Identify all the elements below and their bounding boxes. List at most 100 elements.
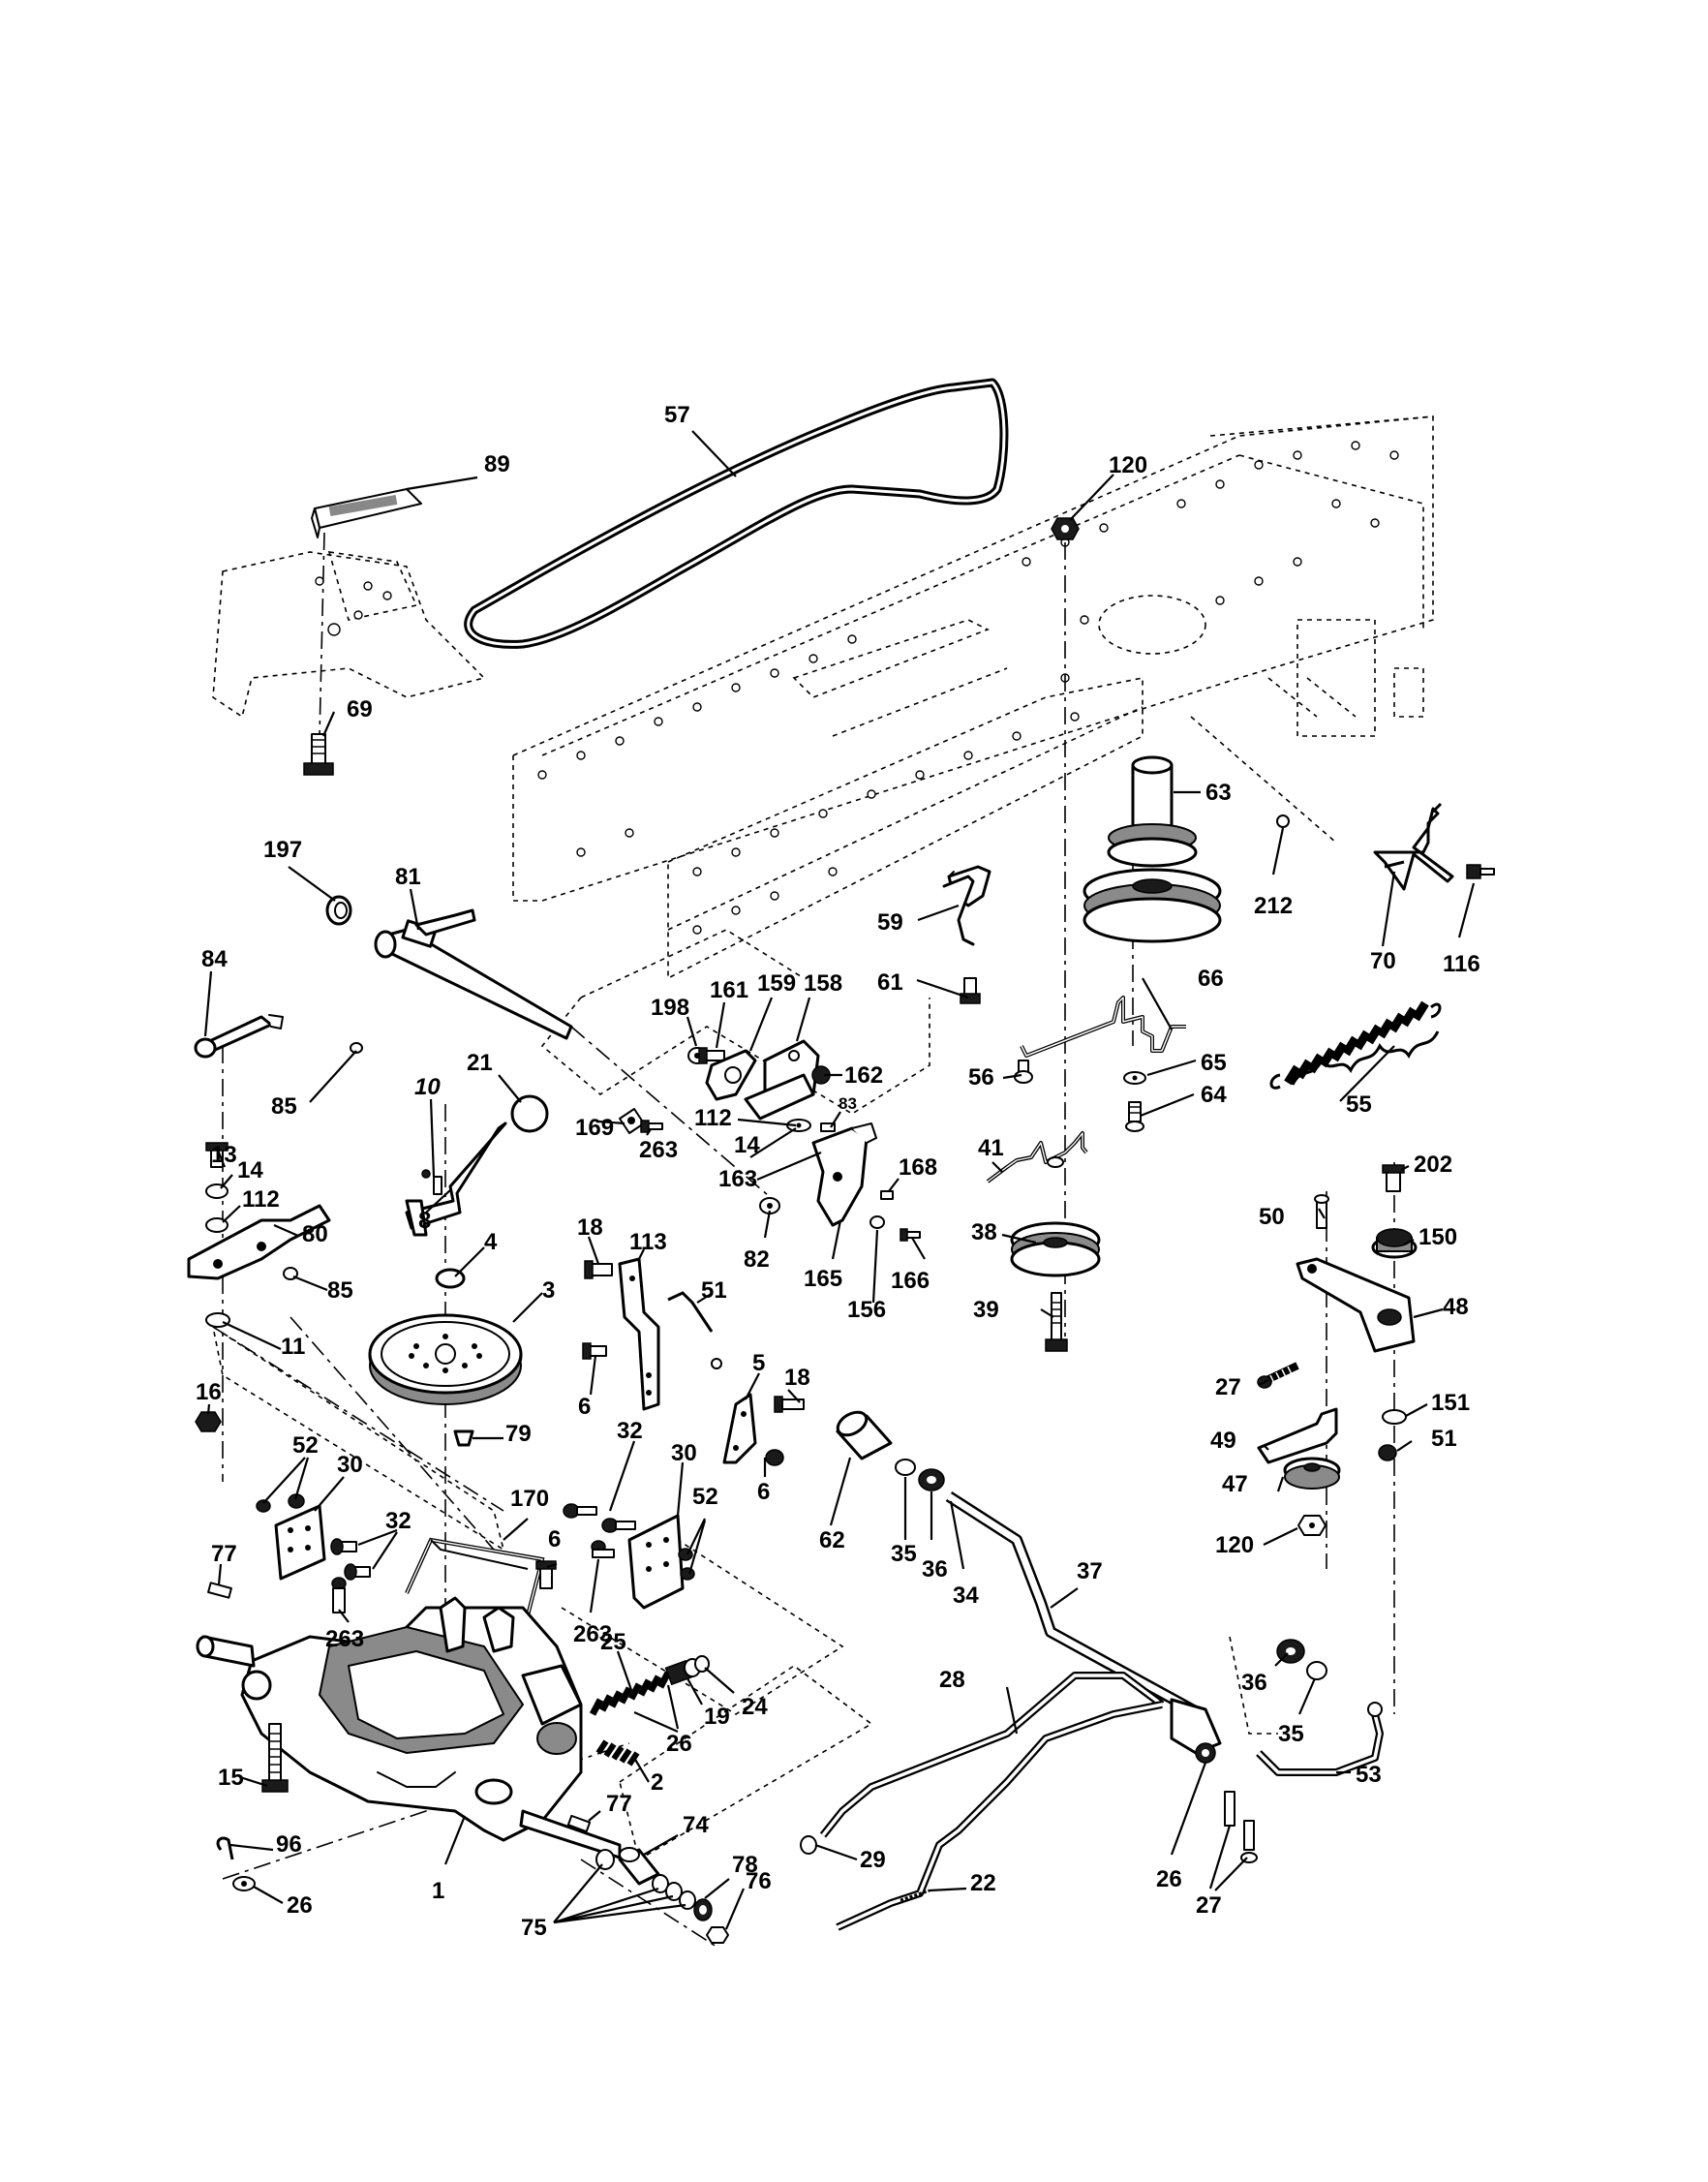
handle-170: [405, 1537, 545, 1616]
callout-30-left: 30: [337, 1452, 363, 1478]
nut-51-right: [1378, 1444, 1397, 1461]
callout-36-right: 36: [1241, 1670, 1267, 1696]
lever-8: [405, 1122, 507, 1237]
nut-76: [706, 1926, 729, 1944]
washer-35-mid: [895, 1459, 916, 1476]
bracket-165: [811, 1122, 877, 1227]
bushing-62: [836, 1410, 893, 1460]
bolt-61: [960, 977, 981, 1004]
callout-75: 75: [521, 1915, 547, 1941]
bolt-69: [303, 733, 334, 776]
pin-77-upper: [207, 1582, 232, 1599]
callout-18-lower: 18: [784, 1365, 810, 1391]
callout-52-right: 52: [692, 1484, 718, 1510]
bolt-6-upper: [582, 1342, 607, 1360]
callout-83: 83: [839, 1094, 857, 1113]
callout-50: 50: [1259, 1204, 1285, 1230]
callout-5: 5: [752, 1350, 765, 1376]
callout-112-mid: 112: [694, 1105, 732, 1131]
callout-39: 39: [973, 1297, 999, 1323]
callout-24: 24: [742, 1694, 768, 1720]
washer-65: [1123, 1071, 1146, 1085]
bolt-15: [261, 1723, 289, 1793]
bolt-18-lower: [774, 1396, 805, 1413]
shaft-34-37: [945, 1491, 1222, 1755]
bolts-32-left: [330, 1538, 371, 1581]
pulley-63: [1083, 755, 1222, 943]
callout-14-mid: 14: [734, 1132, 760, 1158]
callout-78: 78: [732, 1852, 758, 1878]
callout-113: 113: [629, 1229, 667, 1255]
bolt-83: [820, 1122, 836, 1132]
callout-61: 61: [877, 969, 903, 996]
callout-74: 74: [683, 1812, 709, 1838]
clip-51-mid: [667, 1291, 722, 1369]
plate-30-left: [274, 1504, 326, 1581]
rod-70: [1373, 802, 1454, 891]
callout-2: 2: [651, 1769, 663, 1796]
callout-80: 80: [302, 1221, 328, 1247]
pulley-38: [1010, 1221, 1101, 1277]
callout-120-lower: 120: [1215, 1532, 1254, 1558]
callout-37: 37: [1077, 1558, 1103, 1584]
callout-15: 15: [218, 1765, 244, 1791]
callout-150: 150: [1418, 1224, 1457, 1250]
callout-26-left: 26: [287, 1892, 313, 1919]
callout-65: 65: [1201, 1050, 1227, 1076]
bolt-116: [1466, 864, 1495, 879]
callout-16: 16: [196, 1379, 222, 1405]
callout-25: 25: [600, 1629, 626, 1655]
nut-120-top: [1051, 517, 1080, 540]
callout-27-lower: 27: [1196, 1892, 1222, 1919]
callout-66: 66: [1198, 966, 1224, 992]
washer-151: [1382, 1409, 1407, 1425]
callout-47: 47: [1222, 1471, 1248, 1497]
callout-163: 163: [718, 1166, 757, 1192]
bolt-161: [698, 1047, 725, 1064]
callout-63: 63: [1205, 780, 1232, 806]
callout-22: 22: [970, 1870, 996, 1896]
callout-labels: 57 89 120 69 63 197 81 212 59 70 116 84 …: [196, 402, 1480, 1941]
rod-84: [194, 1014, 284, 1059]
callout-158: 158: [804, 970, 842, 997]
rod-28: [819, 1672, 1165, 1838]
shaft-81: [374, 908, 573, 1040]
callout-34: 34: [953, 1583, 979, 1609]
callout-26-mid: 26: [666, 1731, 692, 1757]
leader-lines: [203, 430, 1476, 1930]
callout-156: 156: [847, 1297, 886, 1323]
callout-89: 89: [484, 451, 510, 477]
bracket-5: [722, 1393, 757, 1464]
washer-35-right: [1306, 1661, 1327, 1680]
callout-26-right: 26: [1156, 1866, 1182, 1892]
callout-6-upper: 6: [578, 1394, 591, 1420]
spacer-74: [618, 1847, 660, 1886]
callout-263-upper: 263: [639, 1137, 678, 1163]
callout-168: 168: [899, 1154, 937, 1181]
transaxle-1: [196, 1596, 622, 1859]
callout-69: 69: [347, 696, 373, 722]
callout-28: 28: [939, 1667, 965, 1693]
callout-56: 56: [968, 1064, 994, 1091]
callout-38: 38: [971, 1219, 997, 1245]
callout-3: 3: [542, 1277, 555, 1304]
callout-6-right: 6: [548, 1526, 561, 1552]
screw-10: [421, 1169, 442, 1195]
callout-27-right: 27: [1215, 1374, 1241, 1400]
callout-32-right: 32: [617, 1418, 643, 1444]
callout-51-right: 51: [1431, 1426, 1457, 1452]
callout-52-left: 52: [292, 1432, 319, 1459]
callout-162: 162: [844, 1062, 883, 1089]
callout-11: 11: [281, 1334, 305, 1360]
callout-85-upper: 85: [271, 1093, 297, 1120]
callout-55: 55: [1346, 1091, 1372, 1118]
callout-70: 70: [1370, 948, 1396, 974]
bolt-64: [1125, 1101, 1144, 1132]
bushing-197: [325, 895, 352, 926]
callout-14-left: 14: [237, 1157, 263, 1183]
callout-49: 49: [1210, 1428, 1236, 1454]
spring-2: [595, 1739, 640, 1767]
callout-77-upper: 77: [211, 1541, 237, 1567]
callout-161: 161: [710, 977, 748, 1003]
washer-78: [693, 1898, 713, 1921]
